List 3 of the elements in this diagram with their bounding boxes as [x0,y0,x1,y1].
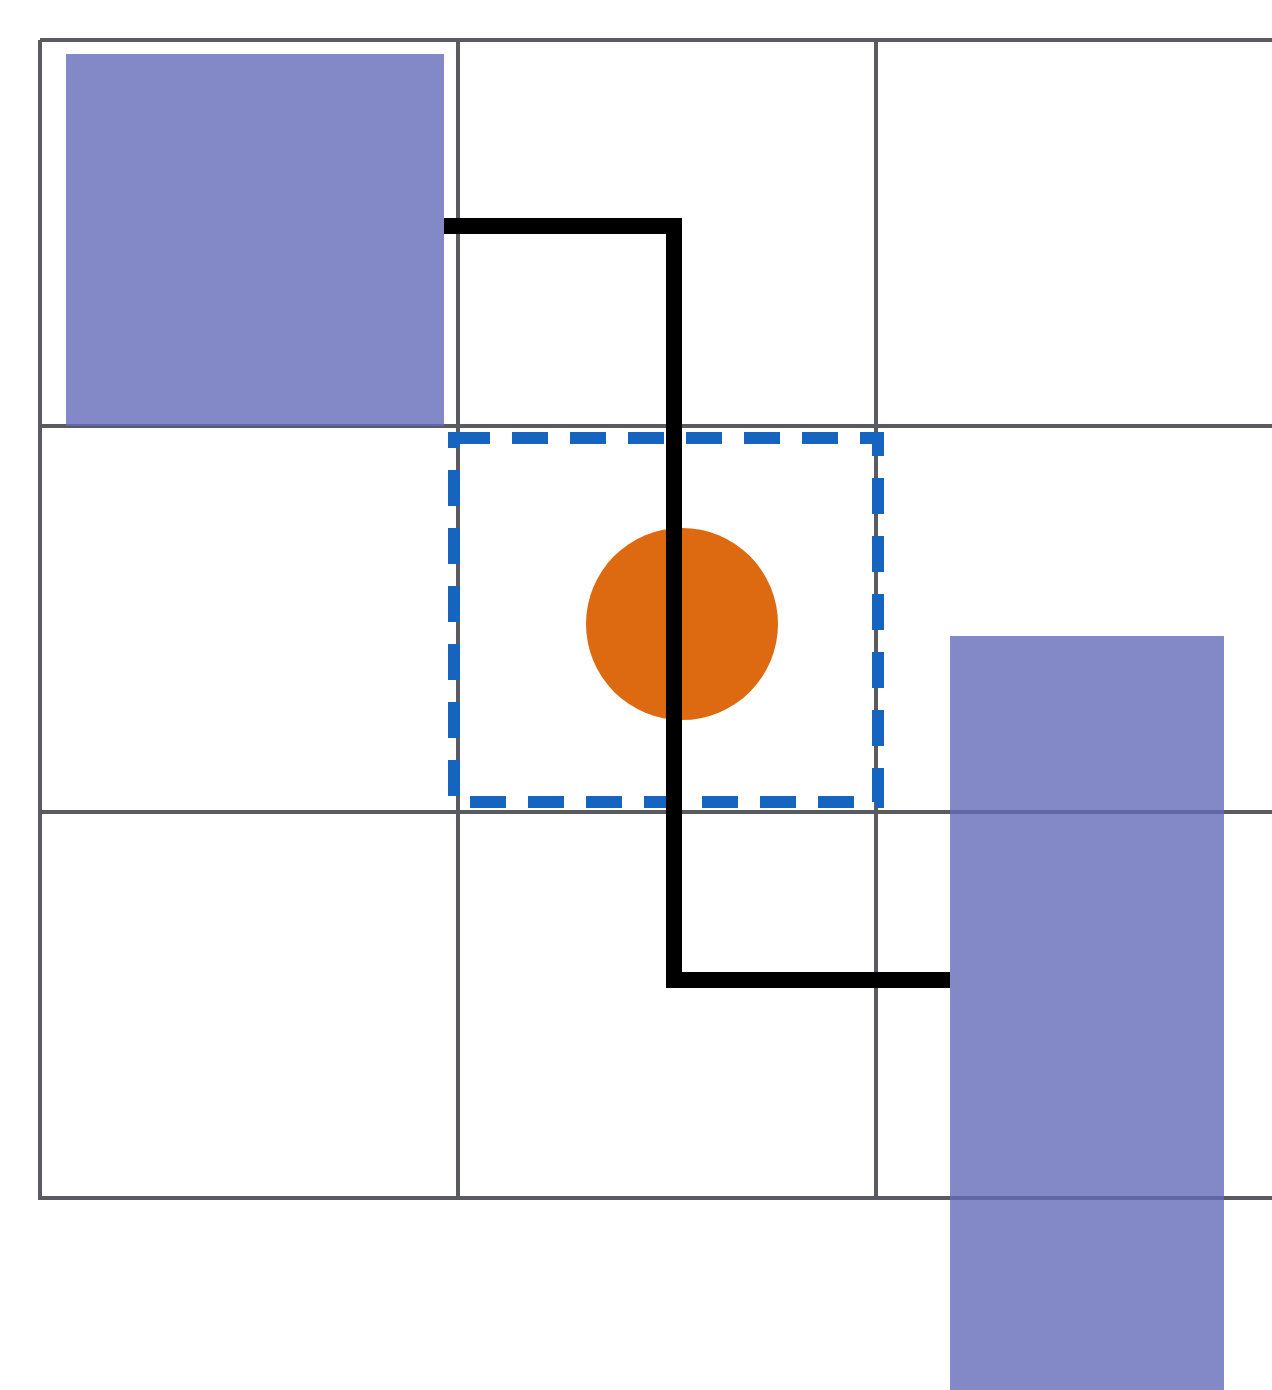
block [950,636,1224,1390]
block [66,54,444,426]
connector-line [444,218,950,988]
